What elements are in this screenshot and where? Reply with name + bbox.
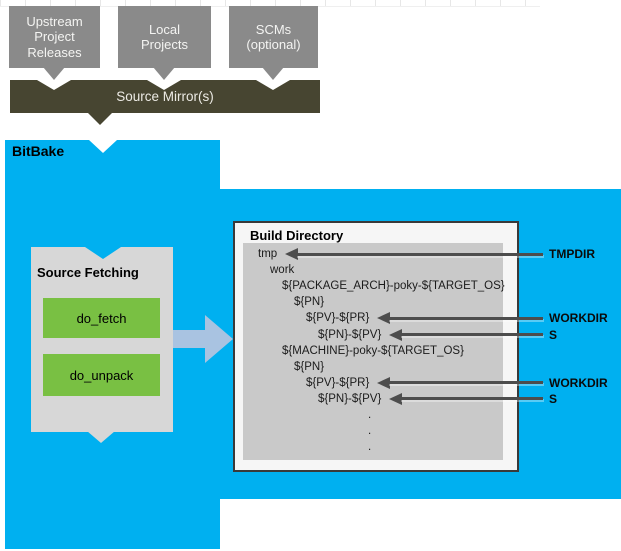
pointer-arrow-line xyxy=(388,316,543,320)
build-directory-title: Build Directory xyxy=(250,228,344,243)
pointer-arrow-line xyxy=(296,252,543,256)
tree-ellipsis-dot: . xyxy=(368,441,372,454)
pointer-arrow-line xyxy=(400,333,543,336)
pointer-arrow-head xyxy=(377,312,390,325)
flow-arrow-shaft xyxy=(173,330,207,348)
pointer-arrow-head xyxy=(377,376,390,389)
variable-label: WORKDIR xyxy=(549,375,608,390)
flow-arrow-head xyxy=(205,315,233,363)
pointer-arrow-head xyxy=(285,248,298,260)
source-fetching-top-notch xyxy=(85,247,121,259)
do-unpack-task: do_unpack xyxy=(43,354,160,396)
tree-item: tmp xyxy=(258,248,278,260)
tree-item: ${MACHINE}-poky-${TARGET_OS} xyxy=(282,344,464,357)
tree-ellipsis-dot: . xyxy=(368,409,372,421)
tree-item: ${PN} xyxy=(294,296,325,309)
do-fetch-task: do_fetch xyxy=(43,298,160,338)
tree-ellipsis-dot: . xyxy=(368,425,372,438)
upstream-tail-connector xyxy=(43,67,65,80)
bitbake-top-notch xyxy=(89,140,117,153)
local-projects-box: Local Projects xyxy=(118,6,211,68)
tree-item: ${PN}-${PV} xyxy=(318,328,382,341)
mirror-notch-left xyxy=(37,80,71,90)
variable-label: S xyxy=(549,391,558,406)
pointer-arrow-head xyxy=(389,328,402,341)
variable-label: TMPDIR xyxy=(549,247,595,261)
source-fetching-title: Source Fetching xyxy=(37,265,139,280)
source-fetching-tail-connector xyxy=(87,431,115,443)
upstream-releases-box: Upstream Project Releases xyxy=(9,6,100,68)
pointer-arrow-head xyxy=(389,392,402,405)
scms-tail-connector xyxy=(262,67,284,80)
mirror-notch-right xyxy=(256,80,290,90)
tree-item: ${PV}-${PR} xyxy=(306,376,370,389)
mirror-notch-middle xyxy=(147,80,181,90)
pointer-arrow-line xyxy=(400,397,543,401)
tree-item: ${PACKAGE_ARCH}-poky-${TARGET_OS} xyxy=(282,280,505,293)
source-fetching-box xyxy=(31,247,173,432)
tree-item: ${PV}-${PR} xyxy=(306,312,370,325)
tree-item: ${PN} xyxy=(294,360,325,373)
variable-label: WORKDIR xyxy=(549,311,608,326)
pointer-arrow-line xyxy=(388,381,543,385)
local-tail-connector xyxy=(153,67,175,80)
variable-label: S xyxy=(549,327,558,342)
tree-item: work xyxy=(270,264,295,277)
mirror-tail-connector xyxy=(87,112,113,125)
bitbake-label: BitBake xyxy=(12,143,65,159)
scms-box: SCMs (optional) xyxy=(229,6,318,68)
directory-tree-panel xyxy=(243,243,503,460)
tree-item: ${PN}-${PV} xyxy=(318,392,382,405)
